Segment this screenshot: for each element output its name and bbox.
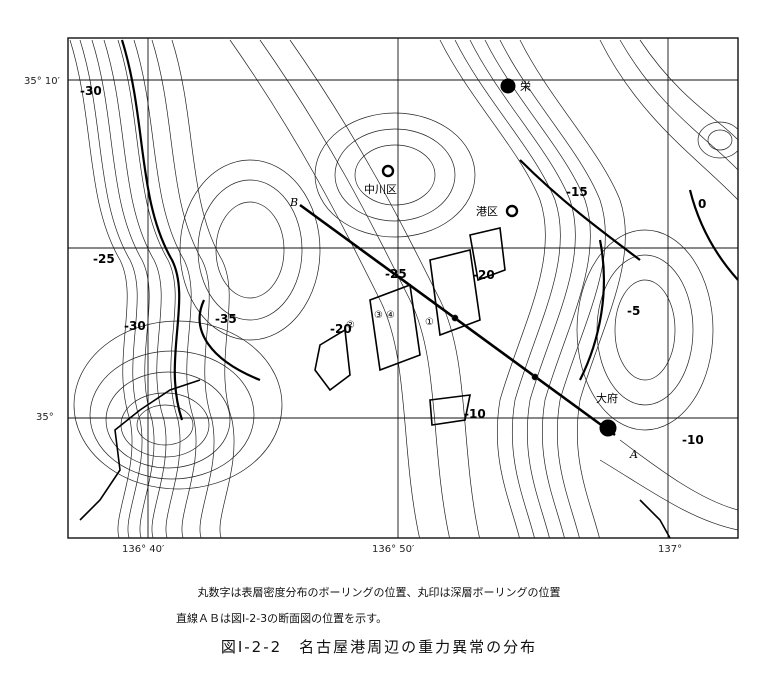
boring-marker-1: ① — [425, 317, 434, 328]
contour-label: -25 — [385, 267, 407, 281]
place-label-obu: 大府 — [596, 391, 618, 405]
contour-label: -35 — [215, 312, 237, 326]
contour-label: -25 — [93, 252, 115, 266]
caption-note-1: 丸数字は表層密度分布のボーリングの位置、丸印は深層ボーリングの位置 — [197, 586, 561, 599]
place-label-minato: 港区 — [476, 205, 498, 218]
latitude-label-35: 35° — [36, 412, 54, 423]
profile-tick-1 — [451, 314, 459, 322]
boring-marker-3: ③ — [374, 310, 383, 321]
caption-note-2: 直線ＡＢは図Ⅰ-2-3の断面図の位置を示す。 — [176, 612, 388, 625]
contour-lines-west — [69, 39, 235, 538]
longitude-label-136-40: 136° 40′ — [122, 544, 165, 555]
contour-lines-east — [576, 39, 738, 531]
contour-label: -10 — [682, 433, 704, 447]
figure-title: 図Ⅰ-2-2 名古屋港周辺の重力異常の分布 — [220, 638, 538, 656]
contour-label: 0 — [698, 197, 706, 211]
contour-label: -30 — [124, 319, 146, 333]
deep-boring-minato — [505, 204, 519, 218]
contour-label: -15 — [566, 185, 588, 199]
latitude-label-35-10: 35° 10′ — [24, 76, 60, 87]
graticule — [68, 38, 738, 538]
deep-boring-nakagawa — [381, 164, 395, 178]
deep-boring-sakae — [500, 78, 516, 94]
profile-endpoint-b: B — [289, 196, 298, 209]
contour-label: -30 — [80, 84, 102, 98]
boring-marker-4: ④ — [386, 310, 395, 321]
boring-marker-2: ② — [346, 320, 355, 331]
contour-label: -5 — [627, 304, 640, 318]
contour-label: -20 — [473, 268, 495, 282]
deep-boring-obu — [599, 419, 617, 437]
contour-label: -10 — [464, 407, 486, 421]
longitude-label-137: 137° — [658, 544, 683, 555]
contour-label: -20 — [330, 322, 352, 336]
profile-endpoint-a: A — [629, 448, 638, 461]
profile-tick-2 — [531, 373, 539, 381]
harbor-coastline — [79, 227, 671, 538]
index-contours — [120, 39, 738, 421]
contour-lines-central — [229, 39, 626, 538]
gravity-anomaly-map: -30 -25 -35 -30 -25 -20 -15 -10 -5 -10 -… — [67, 37, 739, 539]
place-label-nakagawa: 中川区 — [364, 183, 397, 196]
place-label-sakae: 栄 — [520, 79, 531, 93]
longitude-label-136-50: 136° 50′ — [372, 544, 415, 555]
